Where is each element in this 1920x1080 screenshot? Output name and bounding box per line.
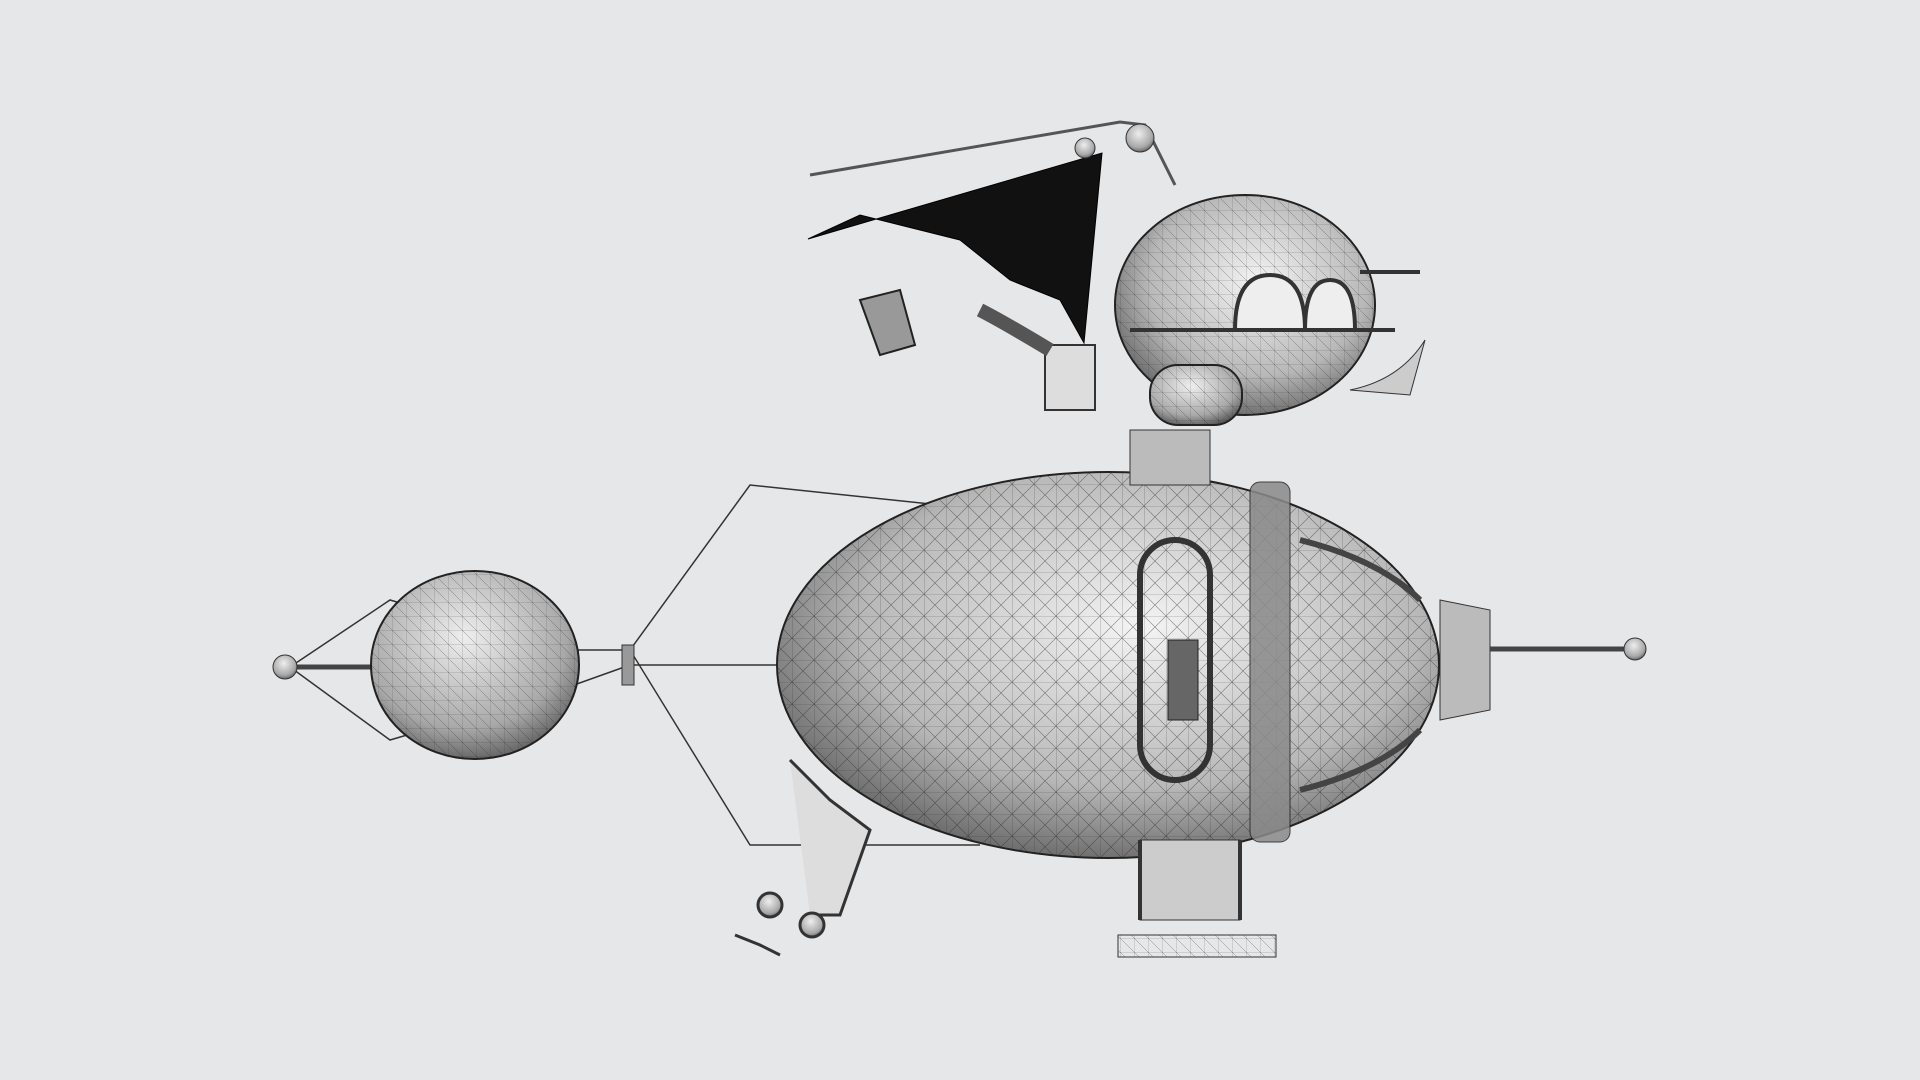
- sphere-balloon: [370, 570, 580, 760]
- connector-ring: [621, 644, 635, 686]
- support-pylon: [1129, 429, 1211, 486]
- exhaust-nozzle: [858, 288, 917, 357]
- lower-gondola: [1117, 839, 1277, 958]
- engine-barrel: [976, 303, 1243, 426]
- landing-leg: [734, 758, 872, 957]
- bat-wing: [807, 120, 1177, 345]
- right-antenna: [1439, 599, 1647, 721]
- left-antenna: [272, 654, 380, 680]
- upper-gondola: [1114, 194, 1426, 416]
- main-hull: [776, 471, 1440, 859]
